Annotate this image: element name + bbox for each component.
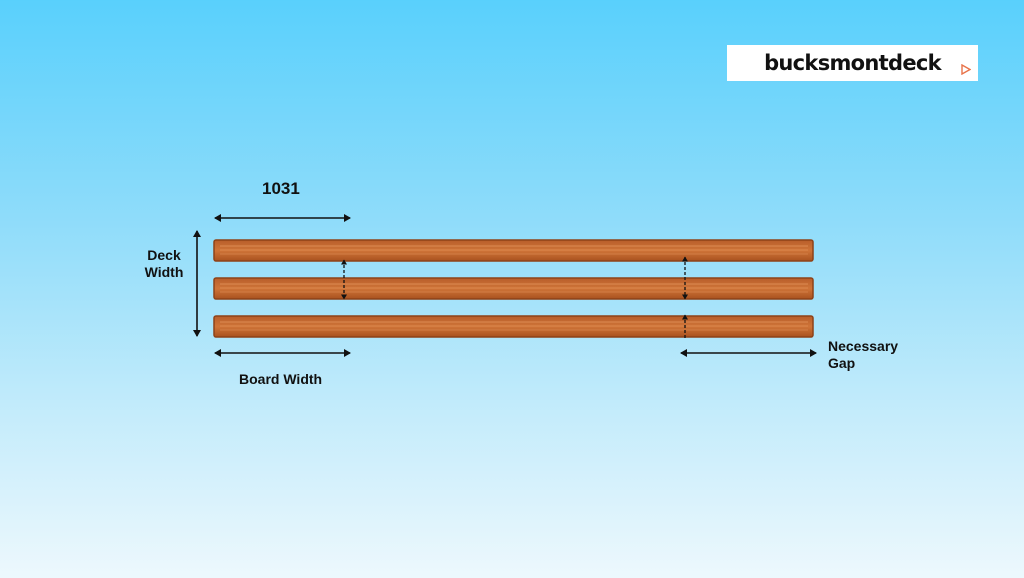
deck-width-line-2: Width — [144, 264, 184, 280]
deck-board-3 — [213, 315, 814, 338]
necessary-gap-label: Necessary Gap — [828, 338, 898, 372]
brand-name: bucksmontdeck — [764, 51, 941, 75]
necessary-gap-line-1: Necessary — [828, 338, 899, 354]
brand-logo: bucksmontdeck — [727, 45, 978, 81]
play-triangle-icon — [961, 64, 971, 75]
deck-board-1 — [213, 239, 814, 262]
deck-width-label: Deck Width — [143, 247, 185, 281]
board-width-label: Board Width — [239, 371, 323, 387]
deck-board-2 — [213, 277, 814, 300]
necessary-gap-line-2: Gap — [828, 355, 856, 371]
measurement-label: 1031 — [262, 179, 300, 198]
deck-width-line-1: Deck — [147, 247, 181, 263]
